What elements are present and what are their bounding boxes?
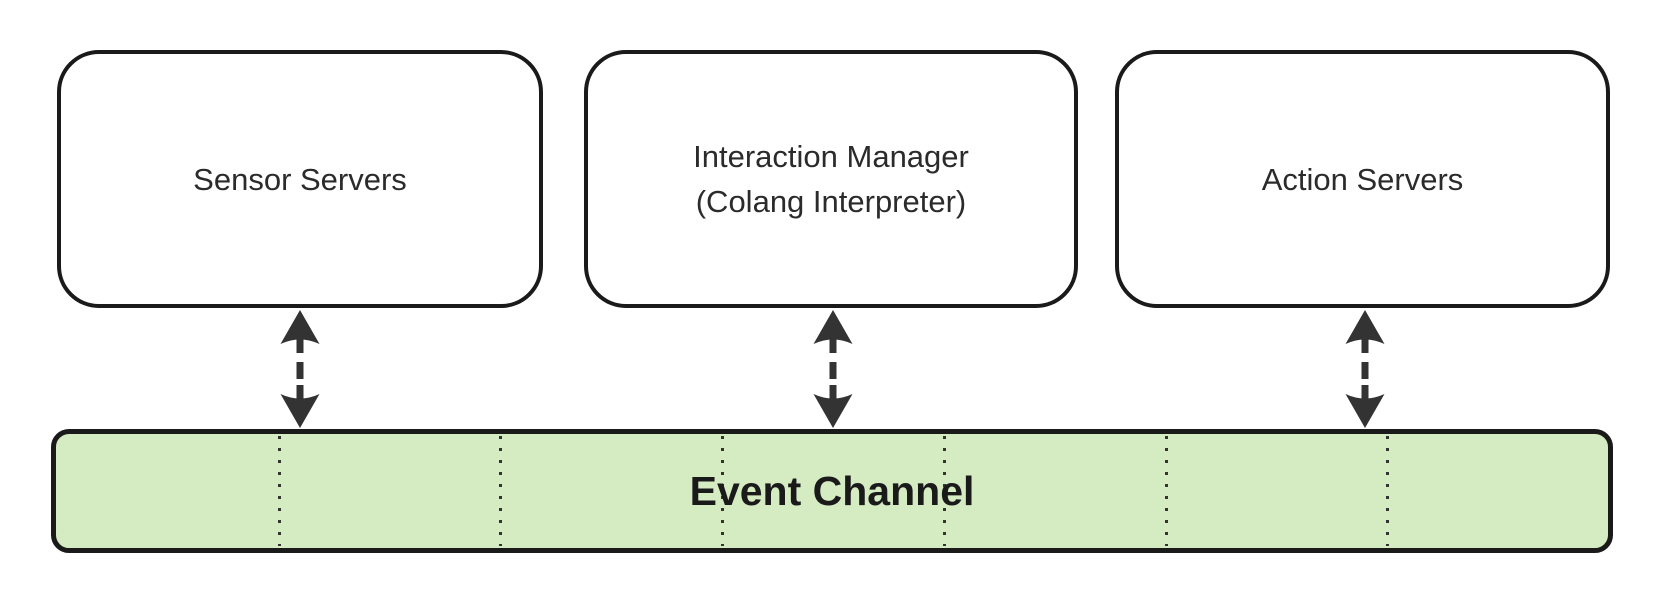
node-interaction-manager-label: Interaction Manager (Colang Interpreter) bbox=[693, 139, 969, 219]
node-action-servers: Action Servers bbox=[1115, 50, 1610, 308]
channel-divider bbox=[1386, 436, 1390, 546]
node-action-servers-label: Action Servers bbox=[1261, 161, 1464, 197]
bidirectional-dashed-arrow-sensor bbox=[280, 310, 320, 428]
bidirectional-dashed-arrow-action bbox=[1345, 310, 1385, 428]
node-sensor-servers: Sensor Servers bbox=[57, 50, 543, 308]
node-sensor-servers-label: Sensor Servers bbox=[193, 161, 407, 197]
channel-divider bbox=[1164, 436, 1168, 546]
channel-divider bbox=[277, 436, 281, 546]
channel-divider bbox=[499, 436, 503, 546]
bidirectional-dashed-arrow-interaction-manager bbox=[813, 310, 853, 428]
event-channel-bar: Event Channel bbox=[51, 429, 1613, 553]
channel-divider bbox=[942, 436, 946, 546]
node-interaction-manager: Interaction Manager (Colang Interpreter) bbox=[584, 50, 1078, 308]
channel-divider bbox=[721, 436, 725, 546]
event-channel-label: Event Channel bbox=[689, 467, 975, 514]
